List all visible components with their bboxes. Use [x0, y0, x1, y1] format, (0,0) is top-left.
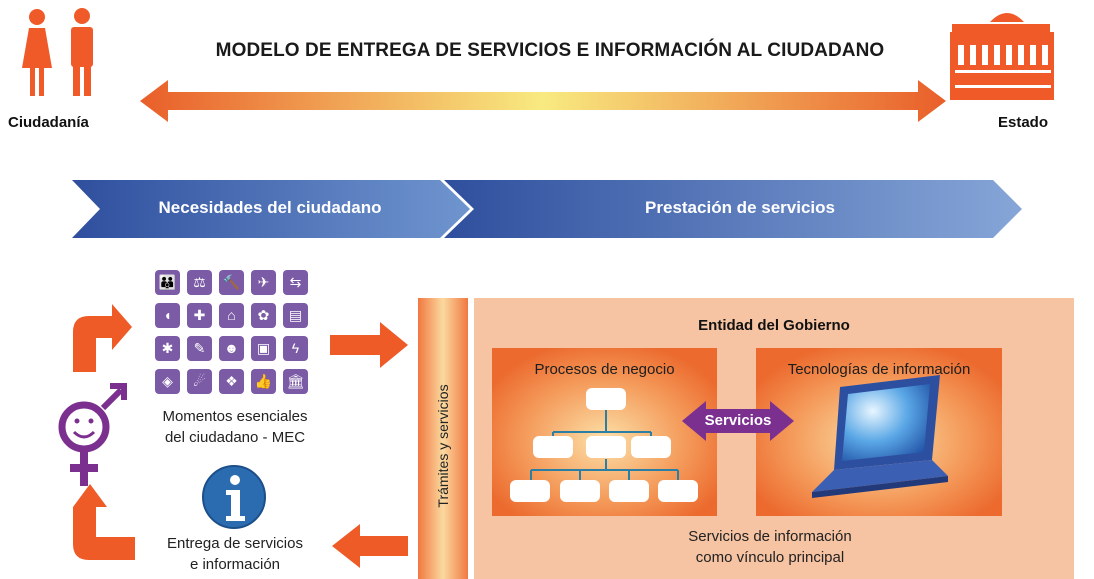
delivery-label: Entrega de servicios e información [130, 533, 340, 575]
org-node-root [586, 388, 626, 410]
transfer-icon: ⇆ [283, 270, 308, 295]
environment-icon: ❖ [219, 369, 244, 394]
org-node [658, 480, 698, 502]
citizen-smiley-icon [58, 383, 127, 486]
justice-icon: ⚖ [187, 270, 212, 295]
certificate-icon: ▣ [251, 336, 276, 361]
government-building-icon [950, 13, 1054, 100]
mec-icon-grid: 👪 ⚖ 🔨 ✈ ⇆ ◖ ✚ ⌂ ✿ ▤ ✱ ✎ ☻ ▣ ϟ ◈ ☄ ❖ 👍 🏛 [155, 270, 315, 400]
org-node [609, 480, 649, 502]
entity-title: Entidad del Gobierno [698, 317, 850, 334]
delivery-label-line2: e información [189, 556, 281, 573]
laptop-icon [812, 375, 948, 498]
agriculture-icon: ✿ [251, 303, 276, 328]
sports-icon: ☄ [187, 369, 212, 394]
org-node [586, 436, 626, 458]
institution-icon: 🏛 [283, 369, 308, 394]
stage-label-provision: Prestación de servicios [645, 198, 835, 217]
cycle-arrow-up [73, 304, 132, 372]
diagram-title: MODELO DE ENTREGA DE SERVICIOS E INFORMA… [215, 40, 885, 61]
citizens-label: Ciudadanía [8, 114, 89, 131]
stage-chevron-provision [444, 180, 1022, 238]
education-icon: ✎ [187, 336, 212, 361]
mec-label-line2: del ciudadano - MEC [164, 429, 306, 446]
stage-label-needs: Necesidades del ciudadano [158, 198, 382, 217]
energy-icon: ϟ [283, 336, 308, 361]
printer-icon: ▤ [283, 303, 308, 328]
arrow-to-delivery [332, 524, 408, 568]
shield-icon: ◈ [155, 369, 180, 394]
hearing-icon: ◖ [155, 303, 180, 328]
org-node [510, 480, 550, 502]
state-label: Estado [998, 114, 1049, 131]
information-icon [202, 465, 266, 529]
cycle-arrow-return [73, 484, 135, 560]
entity-footer-line1: Servicios de información [688, 528, 852, 545]
entity-footer-line2: como vínculo principal [695, 549, 845, 566]
travel-icon: ✈ [251, 270, 276, 295]
services-connector-label: Servicios [704, 412, 772, 429]
housing-icon: ⌂ [219, 303, 244, 328]
delivery-label-line1: Entrega de servicios [167, 535, 303, 552]
arrow-to-entity [330, 322, 408, 368]
ambulance-icon: ✚ [187, 303, 212, 328]
mec-label-line1: Momentos esenciales [162, 408, 308, 425]
org-node [631, 436, 671, 458]
org-node [533, 436, 573, 458]
stage-chevron-needs [72, 180, 470, 238]
gavel-icon: 🔨 [219, 270, 244, 295]
services-connector-arrow [682, 401, 794, 441]
group-icon: ☻ [219, 336, 244, 361]
citizen-state-arrow [140, 80, 946, 122]
family-icon: 👪 [155, 270, 180, 295]
business-processes-title: Procesos de negocio [534, 361, 675, 378]
org-node [560, 480, 600, 502]
information-technologies-title: Tecnologías de información [787, 361, 971, 378]
like-icon: 👍 [251, 369, 276, 394]
procedures-bar [418, 298, 468, 579]
mec-label: Momentos esenciales del ciudadano - MEC [130, 406, 340, 448]
entity-footer: Servicios de información como vínculo pr… [600, 526, 940, 568]
citizens-icon [22, 8, 93, 96]
human-body-icon: ✱ [155, 336, 180, 361]
procedures-bar-label: Trámites y servicios [435, 384, 451, 508]
org-chart-icon [530, 410, 679, 482]
